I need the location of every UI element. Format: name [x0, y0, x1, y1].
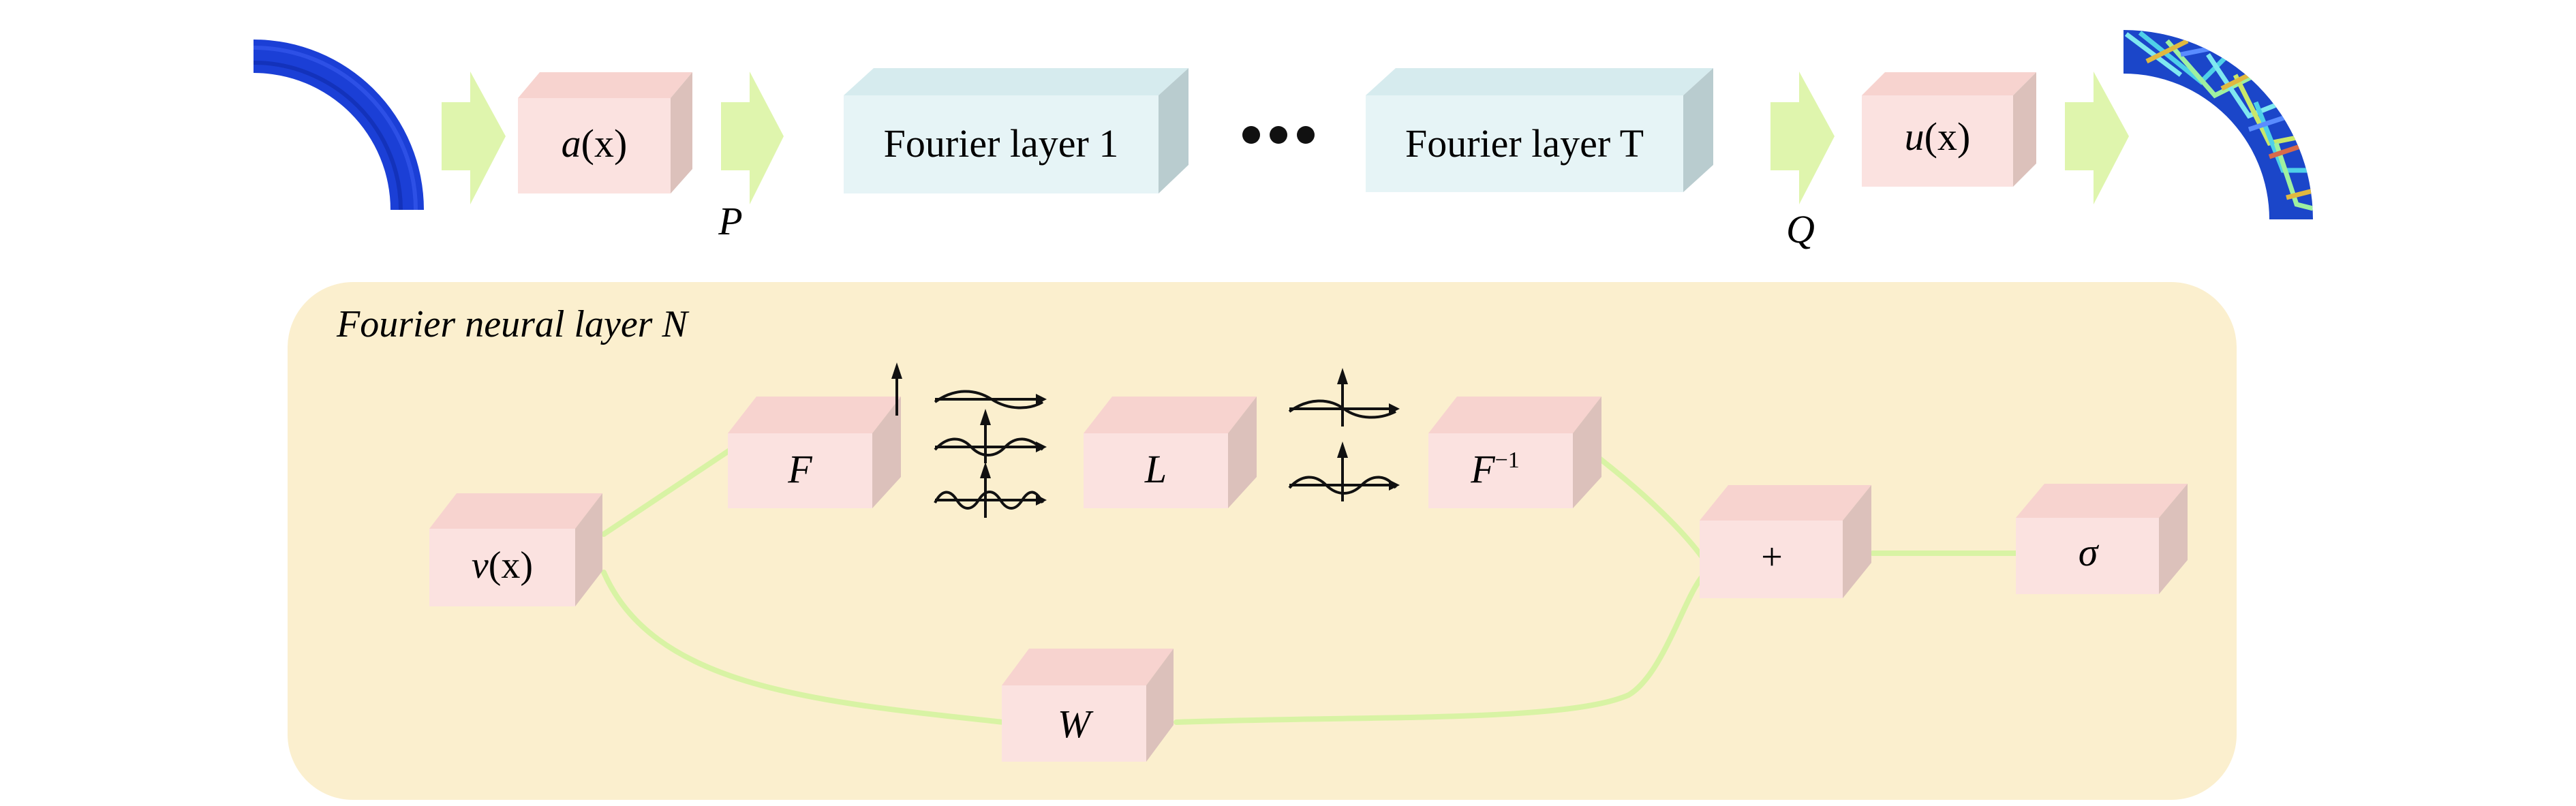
connector-finv-to-sum [1596, 455, 1705, 560]
flow-arrow-1 [442, 72, 506, 204]
panel-input-label: v(x) [472, 544, 533, 587]
linear-transform-label: L [1144, 447, 1167, 491]
input-function-label: a(x) [562, 121, 628, 166]
sum-block: + [1700, 485, 1871, 598]
fft-label: F [787, 447, 812, 491]
fourier-layer-t-label: Fourier layer T [1405, 121, 1644, 166]
fourier-layer-1-block: Fourier layer 1 [844, 68, 1189, 193]
linear-transform-block: L [1084, 397, 1257, 508]
activation-block: σ [2016, 484, 2188, 594]
weight-block: W [1002, 649, 1174, 762]
panel-title: Fourier neural layer N [336, 303, 689, 345]
inverse-fft-label: F−1 [1470, 447, 1520, 491]
projection-label: Q [1786, 207, 1815, 251]
activation-label: σ [2079, 530, 2100, 574]
fourier-layer-t-block: Fourier layer T [1366, 68, 1713, 192]
output-function-label: u(x) [1905, 114, 1971, 159]
flow-arrow-4 [2065, 72, 2129, 204]
connector-v-to-f [601, 447, 733, 537]
panel-input-block: v(x) [429, 493, 602, 606]
ellipsis-dots [1242, 126, 1315, 144]
fft-block: F [728, 397, 901, 508]
output-domain-image [2123, 30, 2313, 219]
projection-arrow [1770, 72, 1835, 204]
truncated-modes-icon [1288, 368, 1400, 501]
weight-label: W [1058, 702, 1094, 746]
output-function-block: u(x) [1862, 72, 2036, 187]
connector-lines [601, 447, 2020, 725]
inverse-fft-block: F−1 [1428, 397, 1601, 508]
fourier-modes-icon [891, 362, 1047, 518]
sum-label: + [1761, 536, 1783, 578]
input-domain-image [253, 40, 424, 211]
fourier-layer-1-label: Fourier layer 1 [884, 121, 1119, 166]
input-function-block: a(x) [518, 72, 692, 193]
connector-w-to-sum [1174, 574, 1705, 725]
lifting-arrow [721, 72, 784, 204]
lifting-label: P [718, 199, 742, 243]
connector-v-to-w [601, 570, 1006, 725]
